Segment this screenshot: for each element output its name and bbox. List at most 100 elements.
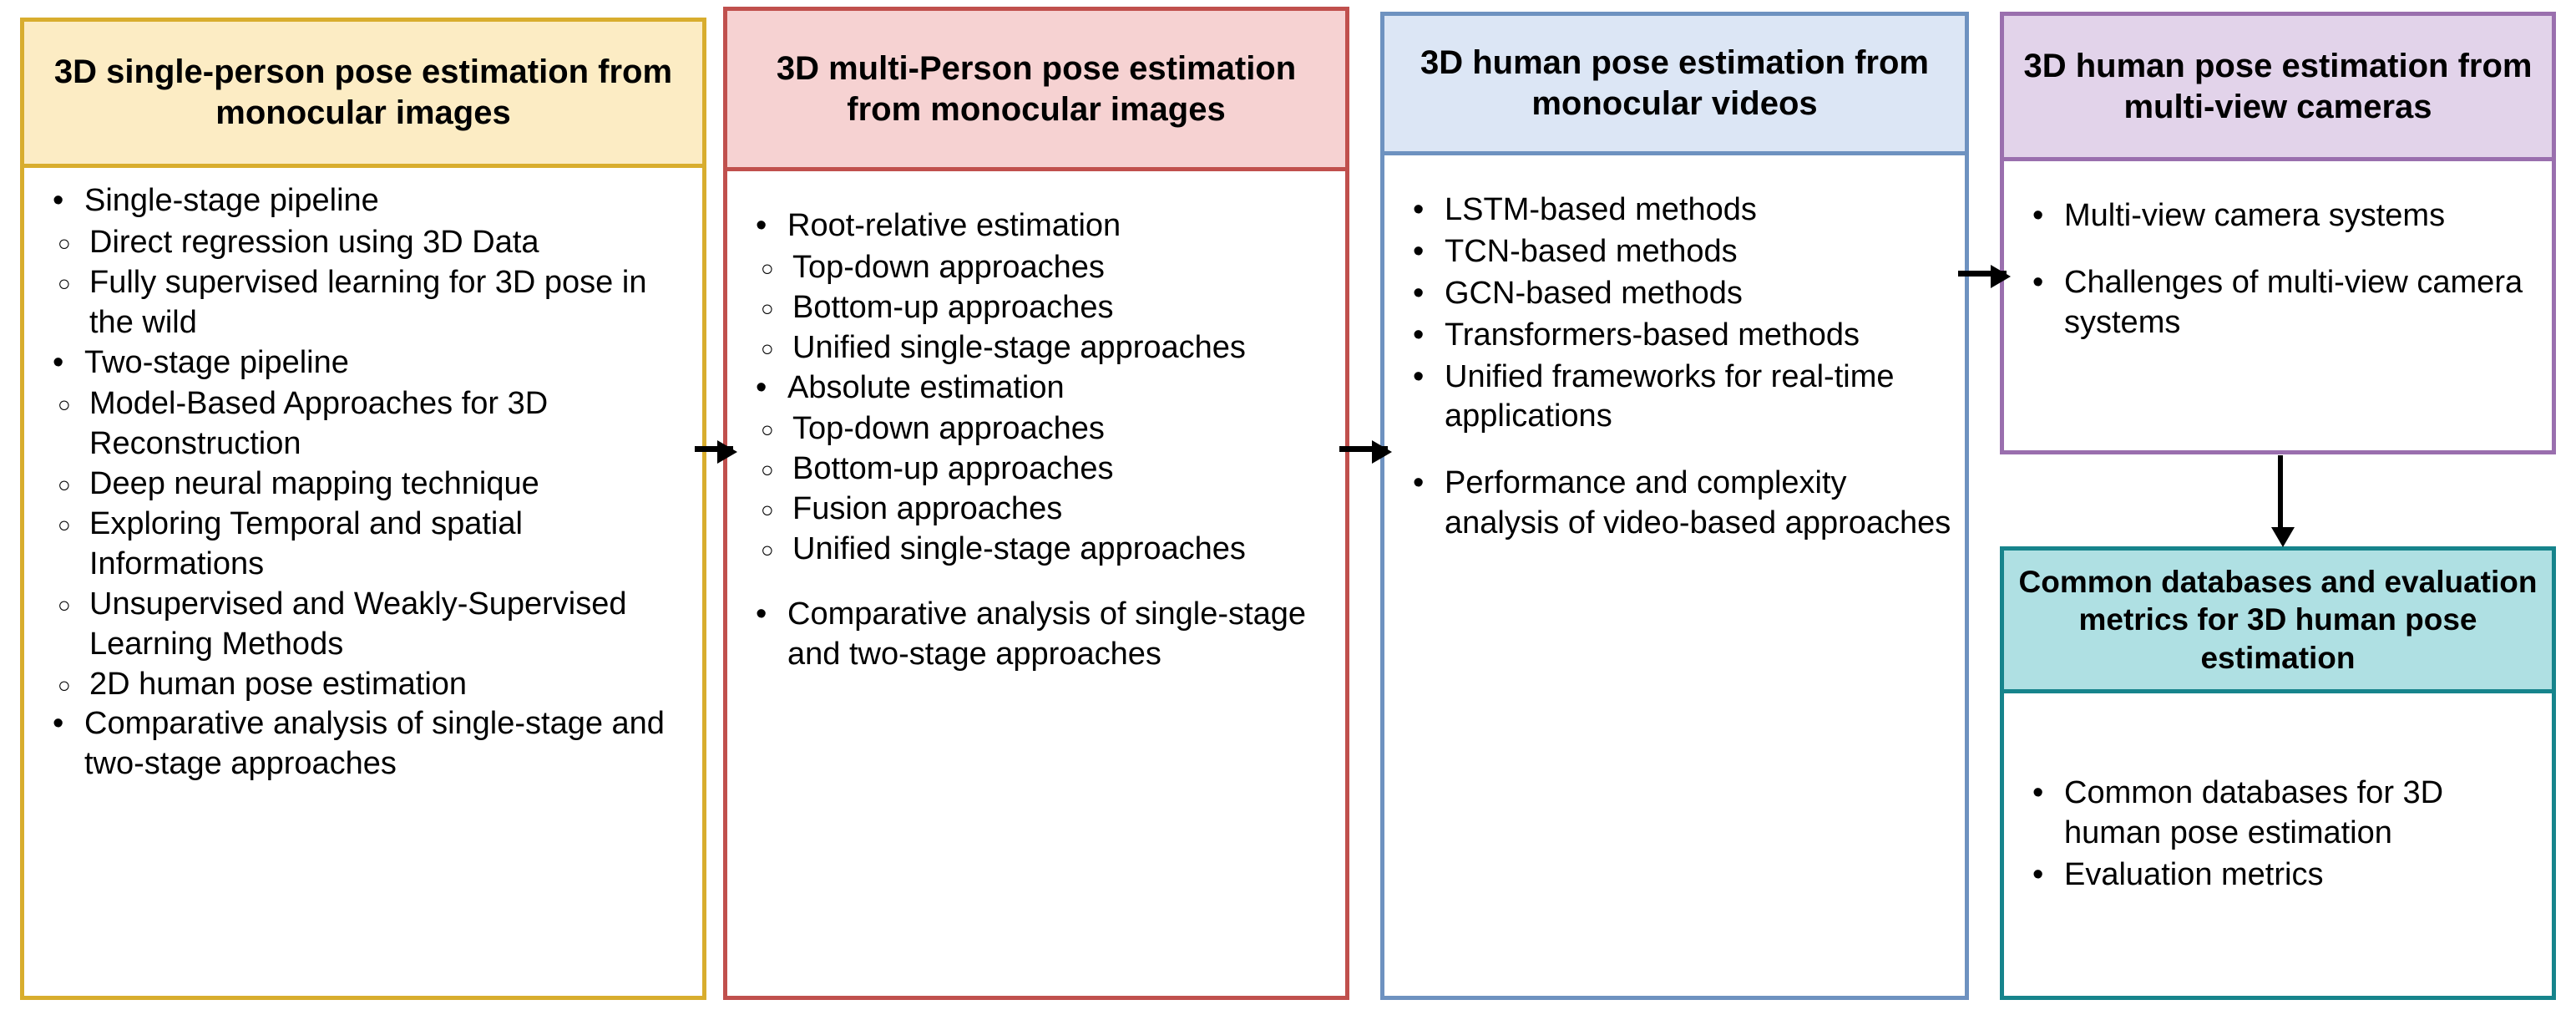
bullet-level1-icon: •	[1413, 465, 1425, 501]
box-header-monocular-videos: 3D human pose estimation from monocular …	[1384, 16, 1965, 155]
arrow-single-person-to-multi-person	[695, 440, 737, 464]
arrow-multi-person-to-monocular-videos	[1339, 440, 1392, 464]
list-single-person: • Single-stage pipeline ○ Direct regress…	[38, 181, 689, 784]
box-header-single-person: 3D single-person pose estimation from mo…	[24, 22, 702, 168]
bullet-level1-icon: •	[756, 596, 767, 632]
box-multi-person: 3D multi-Person pose estimation from mon…	[723, 7, 1349, 1000]
list-item-label: Fully supervised learning for 3D pose in…	[89, 264, 647, 340]
box-title-text: Common databases and evaluation metrics …	[2018, 565, 2538, 675]
list-item-label: LSTM-based methods	[1445, 192, 1757, 227]
bullet-level2-icon: ○	[58, 591, 71, 617]
box-header-multi-view: 3D human pose estimation from multi-view…	[2004, 16, 2552, 161]
list-item-label: Absolute estimation	[787, 369, 1065, 405]
sublist: ○ Top-down approaches ○ Bottom-up approa…	[741, 409, 1332, 570]
list-item-label: GCN-based methods	[1445, 275, 1743, 311]
bullet-level2-icon: ○	[58, 270, 71, 296]
list-item: ○ Bottom-up approaches	[741, 288, 1332, 328]
list-item: • Multi-view camera systems	[2017, 196, 2538, 236]
box-title-text: 3D multi-Person pose estimation from mon…	[776, 49, 1297, 128]
box-databases-metrics: Common databases and evaluation metrics …	[2000, 546, 2556, 1000]
box-body-single-person: • Single-stage pipeline ○ Direct regress…	[24, 168, 702, 996]
list-item-label: Fusion approaches	[792, 491, 1063, 527]
bullet-level1-icon: •	[1413, 192, 1425, 227]
list-spacer	[1398, 439, 1951, 464]
list-item-label: Unsupervised and Weakly-Supervised Learn…	[89, 586, 627, 662]
list-item-label: Challenges of multi-view camera systems	[2064, 264, 2523, 340]
bullet-level1-icon: •	[1413, 275, 1425, 311]
list-item-label: Bottom-up approaches	[792, 451, 1114, 487]
bullet-level1-icon: •	[2032, 264, 2044, 300]
list-item: ○ Unified single-stage approaches	[741, 328, 1332, 368]
list-item: ○ Direct regression using 3D Data	[38, 223, 689, 263]
list-item-label: Model-Based Approaches for 3D Reconstruc…	[89, 386, 549, 462]
sublist: ○ Model-Based Approaches for 3D Reconstr…	[38, 384, 689, 704]
bullet-level1-icon: •	[1413, 233, 1425, 269]
box-monocular-videos: 3D human pose estimation from monocular …	[1380, 12, 1969, 1000]
list-item-label: Top-down approaches	[792, 249, 1105, 285]
box-body-databases-metrics: • Common databases for 3D human pose est…	[2004, 693, 2552, 996]
bullet-level2-icon: ○	[58, 230, 71, 256]
list-item-label: Unified single-stage approaches	[792, 329, 1246, 365]
list-item: • Root-relative estimation	[741, 206, 1332, 246]
bullet-level2-icon: ○	[58, 392, 71, 418]
bullet-level2-icon: ○	[58, 672, 71, 698]
list-item: ○ Bottom-up approaches	[741, 449, 1332, 490]
list-item-label: Evaluation metrics	[2064, 856, 2324, 892]
bullet-level1-icon: •	[53, 183, 64, 218]
bullet-level1-icon: •	[53, 344, 64, 380]
list-item-label: Comparative analysis of single-stage and…	[787, 596, 1306, 672]
list-item-label: 2D human pose estimation	[89, 666, 468, 702]
box-title-text: 3D single-person pose estimation from mo…	[53, 53, 673, 131]
list-item-label: Two-stage pipeline	[84, 344, 349, 380]
list-item-label: Single-stage pipeline	[84, 183, 379, 218]
bullet-level1-icon: •	[53, 706, 64, 742]
list-item-label: Comparative analysis of single-stage and…	[84, 706, 665, 782]
list-item: • Transformers-based methods	[1398, 316, 1951, 356]
list-item: • GCN-based methods	[1398, 274, 1951, 314]
box-body-monocular-videos: • LSTM-based methods • TCN-based methods…	[1384, 155, 1965, 996]
box-header-multi-person: 3D multi-Person pose estimation from mon…	[727, 11, 1345, 171]
list-item: • Comparative analysis of single-stage a…	[38, 704, 689, 784]
list-item: ○ Exploring Temporal and spatial Informa…	[38, 505, 689, 585]
bullet-level1-icon: •	[1413, 358, 1425, 394]
bullet-level1-icon: •	[2032, 775, 2044, 810]
list-multi-person: • Root-relative estimation ○ Top-down ap…	[741, 206, 1332, 675]
list-item: ○ Fully supervised learning for 3D pose …	[38, 263, 689, 343]
box-body-multi-person: • Root-relative estimation ○ Top-down ap…	[727, 171, 1345, 996]
list-item: • Absolute estimation	[741, 368, 1332, 409]
box-title-text: 3D human pose estimation from multi-view…	[2023, 47, 2533, 125]
list-item-label: Transformers-based methods	[1445, 317, 1860, 353]
list-item: • LSTM-based methods	[1398, 190, 1951, 231]
list-item: • Unified frameworks for real-time appli…	[1398, 358, 1951, 438]
list-item: ○ Model-Based Approaches for 3D Reconstr…	[38, 384, 689, 464]
bullet-level1-icon: •	[2032, 198, 2044, 233]
list-item-label: Top-down approaches	[792, 411, 1105, 447]
list-item: ○ Fusion approaches	[741, 490, 1332, 530]
arrow-monocular-videos-to-multi-view	[1958, 265, 2011, 288]
box-body-multi-view: • Multi-view camera systems • Challenges…	[2004, 161, 2552, 450]
bullet-level1-icon: •	[1413, 317, 1425, 353]
list-monocular-videos: • LSTM-based methods • TCN-based methods…	[1398, 190, 1951, 544]
bullet-level1-icon: •	[756, 208, 767, 243]
bullet-level2-icon: ○	[761, 255, 774, 281]
list-item-label: Common databases for 3D human pose estim…	[2064, 775, 2444, 850]
list-item: ○ Top-down approaches	[741, 248, 1332, 288]
bullet-level2-icon: ○	[761, 537, 774, 562]
list-item: • Two-stage pipeline	[38, 343, 689, 383]
list-item: ○ Top-down approaches	[741, 409, 1332, 449]
bullet-level1-icon: •	[756, 369, 767, 405]
list-item: • Single-stage pipeline	[38, 181, 689, 221]
list-item-label: Unified frameworks for real-time applica…	[1445, 358, 1895, 434]
list-item: • Comparative analysis of single-stage a…	[741, 595, 1332, 675]
bullet-level1-icon: •	[2032, 856, 2044, 892]
list-item-label: Unified single-stage approaches	[792, 531, 1246, 566]
list-item-label: Exploring Temporal and spatial Informati…	[89, 506, 523, 581]
list-item-label: Bottom-up approaches	[792, 289, 1114, 325]
list-item-label: Root-relative estimation	[787, 208, 1121, 243]
box-header-databases-metrics: Common databases and evaluation metrics …	[2004, 551, 2552, 693]
sublist: ○ Top-down approaches ○ Bottom-up approa…	[741, 248, 1332, 368]
list-item-label: Deep neural mapping technique	[89, 466, 539, 502]
list-item: ○ 2D human pose estimation	[38, 665, 689, 705]
bullet-level2-icon: ○	[58, 472, 71, 498]
